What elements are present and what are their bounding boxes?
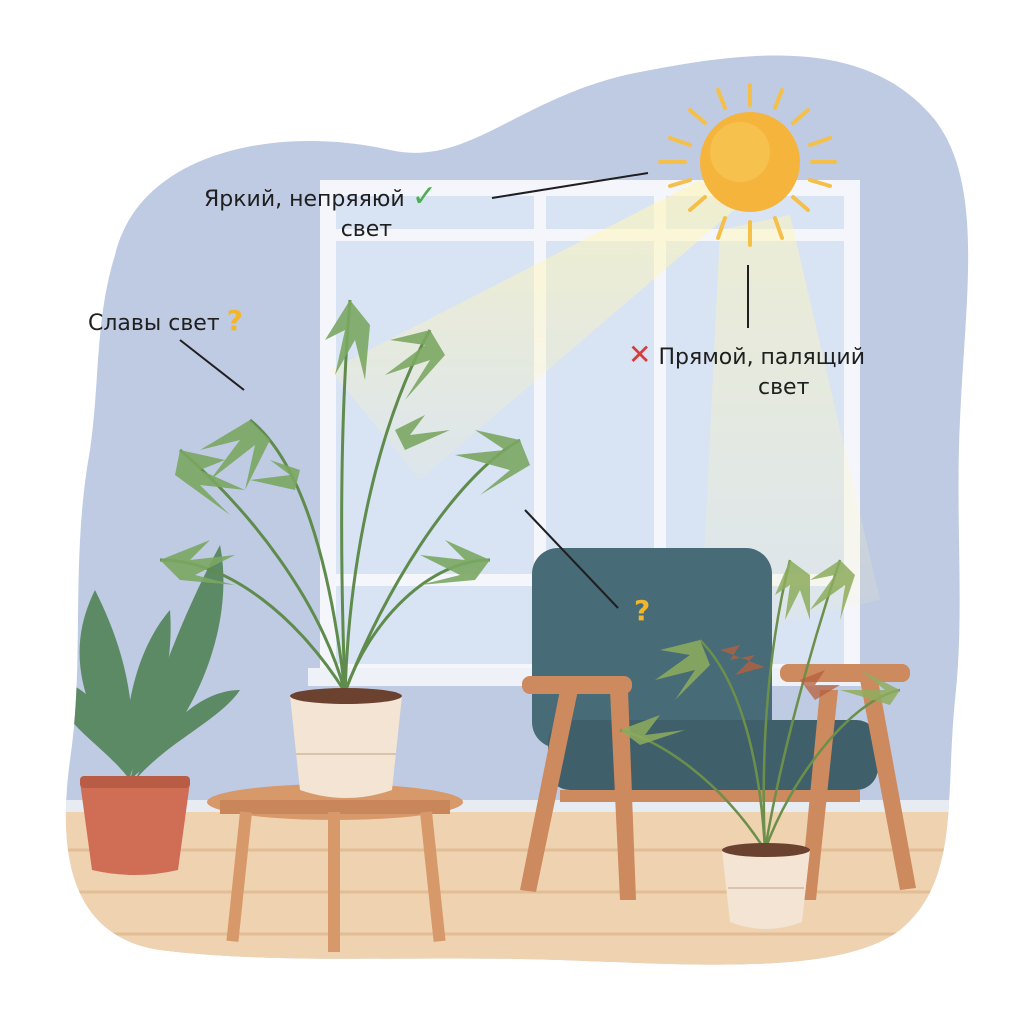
weak-label-text: Славы свет <box>88 311 220 336</box>
direct-label-line1: Прямой, палящий <box>658 345 866 370</box>
bright-label-line1: Яркий, непряяюй <box>204 187 405 212</box>
question-icon: ? <box>226 304 243 337</box>
burnt-leaves <box>720 645 840 700</box>
left-potted-plant <box>65 545 240 875</box>
question-icon: ? <box>634 594 651 627</box>
sun-icon <box>658 83 837 247</box>
palm-plant-on-table <box>159 299 530 798</box>
direct-light-beam <box>700 215 880 640</box>
annotation-lines <box>179 172 749 609</box>
chair-leader-line <box>524 509 619 609</box>
chair-question-label: ? <box>634 596 650 629</box>
indirect-light-beam <box>330 180 740 480</box>
cross-icon: ✕ <box>628 338 652 371</box>
bright-indirect-light-label: Яркий, непряяюй ✓ свет <box>204 182 437 245</box>
small-palm-plant <box>619 559 901 929</box>
direct-label-line2: свет <box>758 375 810 400</box>
bright-leader-line <box>491 172 649 199</box>
weak-leader-line <box>179 339 245 391</box>
weak-light-label: Славы свет ? <box>88 306 243 339</box>
direct-light-label: ✕ Прямой, палящий свет <box>628 340 865 403</box>
check-icon: ✓ <box>411 179 437 214</box>
side-table <box>207 784 463 952</box>
bright-label-line2: свет <box>340 217 393 242</box>
